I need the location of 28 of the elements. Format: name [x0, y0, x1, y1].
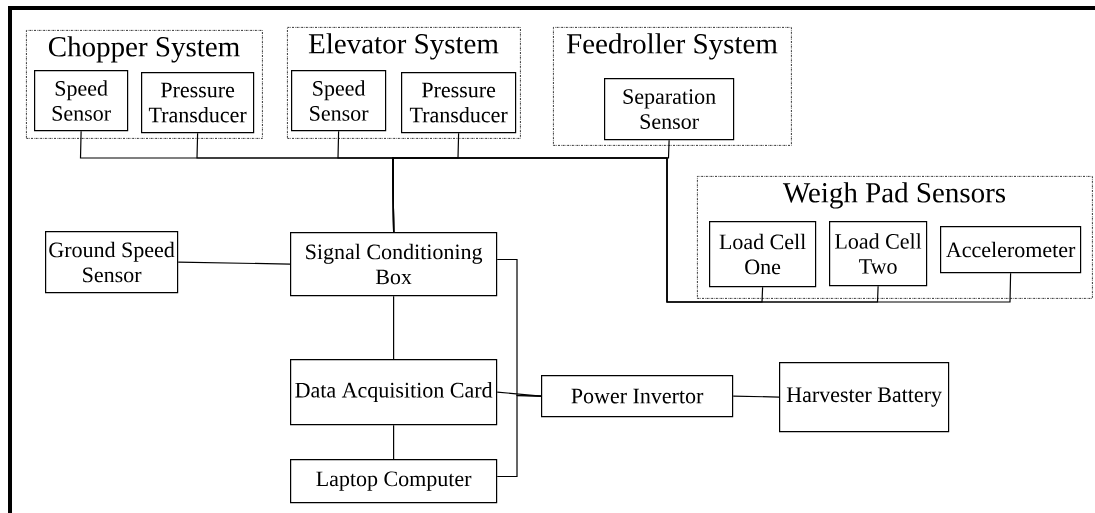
component-box: Pressure Transducer — [401, 72, 517, 134]
component-box: Harvester Battery — [779, 362, 950, 433]
component-box: Load Cell Two — [829, 221, 928, 287]
group-heading: Feedroller System — [566, 33, 778, 60]
component-box: Power Invertor — [541, 375, 734, 418]
component-box: Pressure Transducer — [141, 72, 255, 134]
group-heading: Chopper System — [48, 36, 240, 63]
system-group — [26, 30, 263, 139]
connector-line — [393, 424, 395, 460]
connector-line — [392, 157, 1012, 303]
component-box: Separation Sensor — [604, 78, 735, 141]
connector-line — [393, 295, 395, 360]
group-heading: Weigh Pad Sensors — [782, 182, 1006, 209]
connector-line — [732, 395, 780, 398]
component-box: Laptop Computer — [290, 459, 498, 504]
system-group — [697, 176, 1093, 299]
component-box: Speed Sensor — [291, 70, 387, 132]
component-box: Speed Sensor — [34, 70, 129, 132]
connector-line — [177, 261, 291, 265]
component-box: Load Cell One — [709, 221, 817, 288]
component-box: Accelerometer — [940, 226, 1082, 274]
system-group — [553, 27, 792, 146]
group-heading: Elevator System — [308, 33, 499, 60]
component-box: Ground Speed Sensor — [45, 231, 179, 294]
system-group — [287, 27, 521, 139]
component-box: Signal Conditioning Box — [290, 232, 498, 297]
component-box: Data Acquisition Card — [290, 359, 498, 426]
connector-line — [496, 394, 542, 478]
